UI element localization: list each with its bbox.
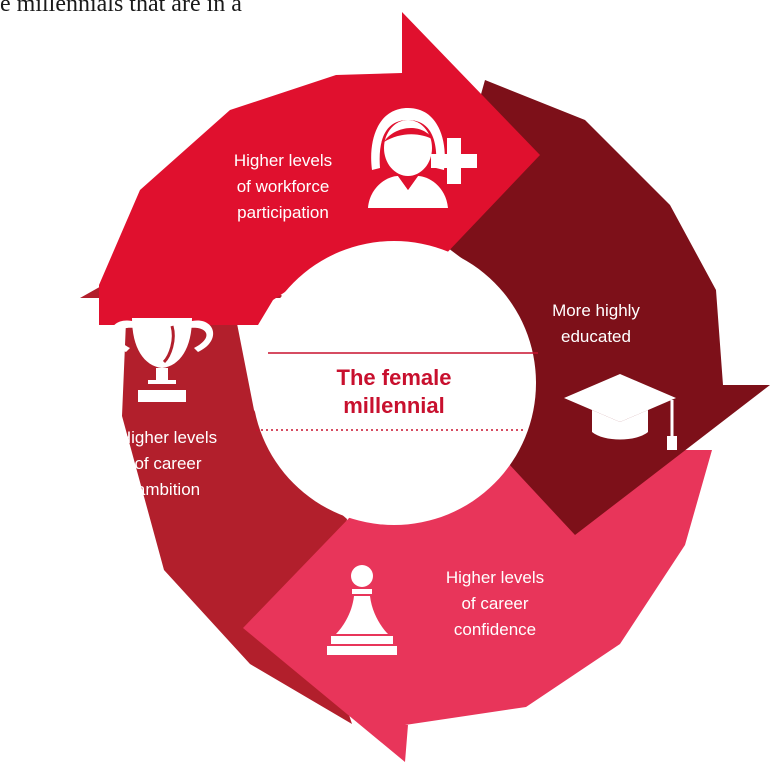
ambition-label: Higher levels of career ambition <box>119 428 217 499</box>
ambition-label-line3: ambition <box>136 480 200 499</box>
intro-text: e millennials that are in a <box>0 0 242 17</box>
educated-label: More highly educated <box>552 301 640 346</box>
center-label-line1: The female <box>337 365 452 390</box>
center-label-line2: millennial <box>343 393 444 418</box>
confidence-label-line1: Higher levels <box>446 568 544 587</box>
trophy-icon <box>110 318 214 402</box>
woman-plus-icon <box>368 108 477 208</box>
confidence-label-line2: of career <box>461 594 528 613</box>
center-circle <box>252 241 536 525</box>
chess-pawn-icon <box>327 565 397 655</box>
confidence-label-line3: confidence <box>454 620 536 639</box>
educated-label-line1: More highly <box>552 301 640 320</box>
ambition-label-line2: of career <box>134 454 201 473</box>
ambition-label-line1: Higher levels <box>119 428 217 447</box>
confidence-label: Higher levels of career confidence <box>446 568 544 639</box>
workforce-label-line2: of workforce <box>237 177 330 196</box>
workforce-label: Higher levels of workforce participation <box>234 151 332 222</box>
workforce-label-line1: Higher levels <box>234 151 332 170</box>
graduation-cap-icon <box>564 374 677 450</box>
workforce-label-line3: participation <box>237 203 329 222</box>
educated-label-line2: educated <box>561 327 631 346</box>
